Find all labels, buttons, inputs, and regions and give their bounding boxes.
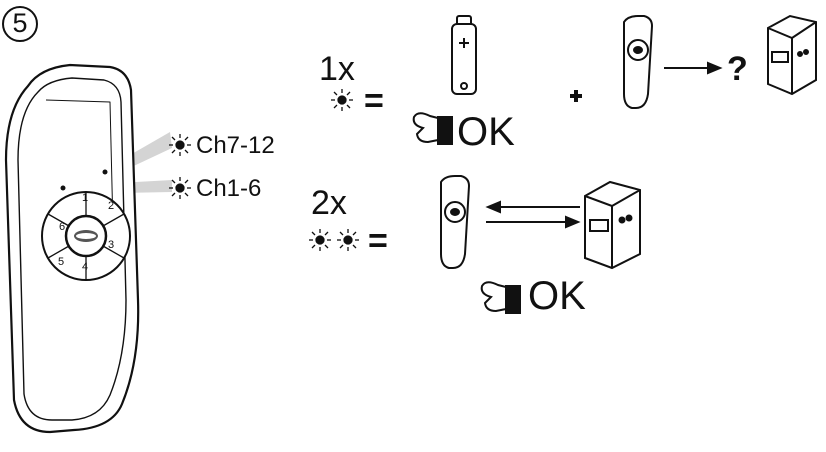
sun-blink-icon-row2a <box>309 229 331 251</box>
led-right <box>102 169 108 175</box>
remote-icon-row2 <box>440 175 471 269</box>
row2-equals: = <box>368 222 388 260</box>
sun-blink-icon-upper <box>169 134 191 156</box>
remote-button-6: 6 <box>59 221 66 233</box>
thumbs-up-icon-row1 <box>412 112 453 145</box>
receiver-box-icon-row2 <box>584 180 641 270</box>
remote-button-5: 5 <box>58 256 65 268</box>
remote-keypad <box>41 191 131 281</box>
row1-question: ? <box>727 50 748 88</box>
sun-blink-icon-row1 <box>331 89 353 111</box>
sun-blink-icon-row2b <box>337 229 359 251</box>
step-number: 5 <box>12 8 28 38</box>
remote-button-1: 1 <box>82 192 89 204</box>
battery-icon <box>451 15 477 95</box>
arrow-right-icon <box>664 61 723 75</box>
sun-blink-icon-lower <box>169 177 191 199</box>
double-arrow-icon <box>485 200 581 229</box>
row2-count: 2x <box>311 184 347 222</box>
row1-ok: OK <box>457 110 515 154</box>
row2-ok: OK <box>528 274 586 318</box>
remote-button-3: 3 <box>108 239 115 251</box>
thumbs-up-icon-row2 <box>480 281 521 314</box>
channel-label-upper: Ch7-12 <box>196 132 275 159</box>
remote-icon-row1 <box>623 15 654 109</box>
plus-icon <box>570 90 582 102</box>
row1-count: 1x <box>319 50 355 88</box>
channel-label-lower: Ch1-6 <box>196 175 262 202</box>
row1-equals: = <box>364 82 384 120</box>
circle-outline <box>2 6 38 42</box>
receiver-box-icon-row1 <box>767 14 817 96</box>
step-number-badge: 5 <box>0 4 40 44</box>
remote-button-4: 4 <box>82 261 89 273</box>
led-left <box>60 185 66 191</box>
remote-button-2: 2 <box>108 200 115 212</box>
